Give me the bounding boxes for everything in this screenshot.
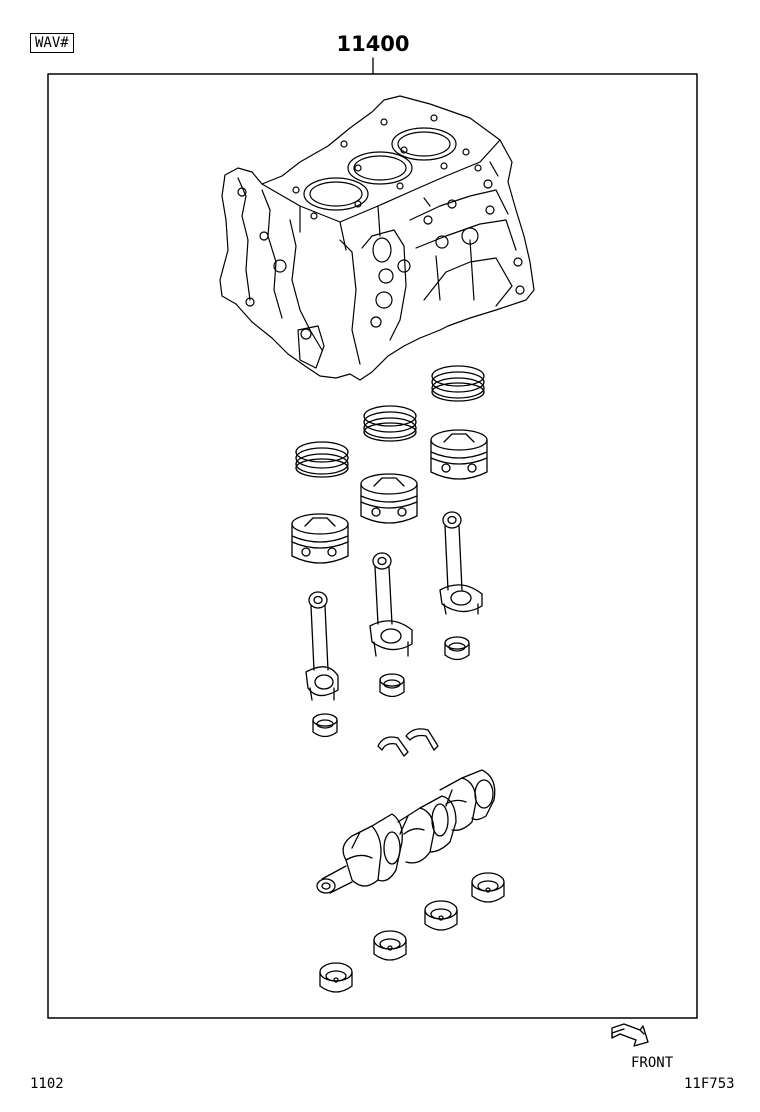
rod-bearing-3 bbox=[313, 714, 337, 737]
piston-ring-set-1 bbox=[432, 366, 484, 401]
connecting-rod-3 bbox=[306, 592, 338, 700]
front-label: FRONT bbox=[631, 1055, 674, 1071]
main-bearing-2 bbox=[425, 901, 457, 930]
piston-ring-set-3 bbox=[296, 442, 348, 477]
part-number-label: 11400 bbox=[336, 32, 410, 56]
illustration-code-right: 11F753 bbox=[684, 1076, 735, 1092]
main-bearing-1 bbox=[472, 873, 504, 902]
piston-ring-set-2 bbox=[364, 406, 416, 441]
model-tag: WAV# bbox=[30, 33, 74, 53]
piston-2 bbox=[361, 474, 417, 523]
cylinder-block bbox=[220, 96, 534, 380]
crankshaft bbox=[317, 770, 495, 893]
main-bearing-4 bbox=[320, 963, 352, 992]
piston-1 bbox=[431, 430, 487, 479]
section-code-left: 1102 bbox=[30, 1076, 64, 1092]
thrust-washer-2 bbox=[406, 729, 438, 750]
rod-bearing-1 bbox=[445, 637, 469, 660]
connecting-rod-1 bbox=[440, 512, 482, 614]
thrust-washer-1 bbox=[378, 737, 408, 756]
diagram-frame bbox=[48, 74, 697, 1018]
piston-3 bbox=[292, 514, 348, 563]
main-bearing-3 bbox=[374, 931, 406, 960]
rod-bearing-2 bbox=[380, 674, 404, 697]
front-direction-arrow-icon bbox=[612, 1024, 648, 1046]
connecting-rod-2 bbox=[370, 553, 412, 656]
